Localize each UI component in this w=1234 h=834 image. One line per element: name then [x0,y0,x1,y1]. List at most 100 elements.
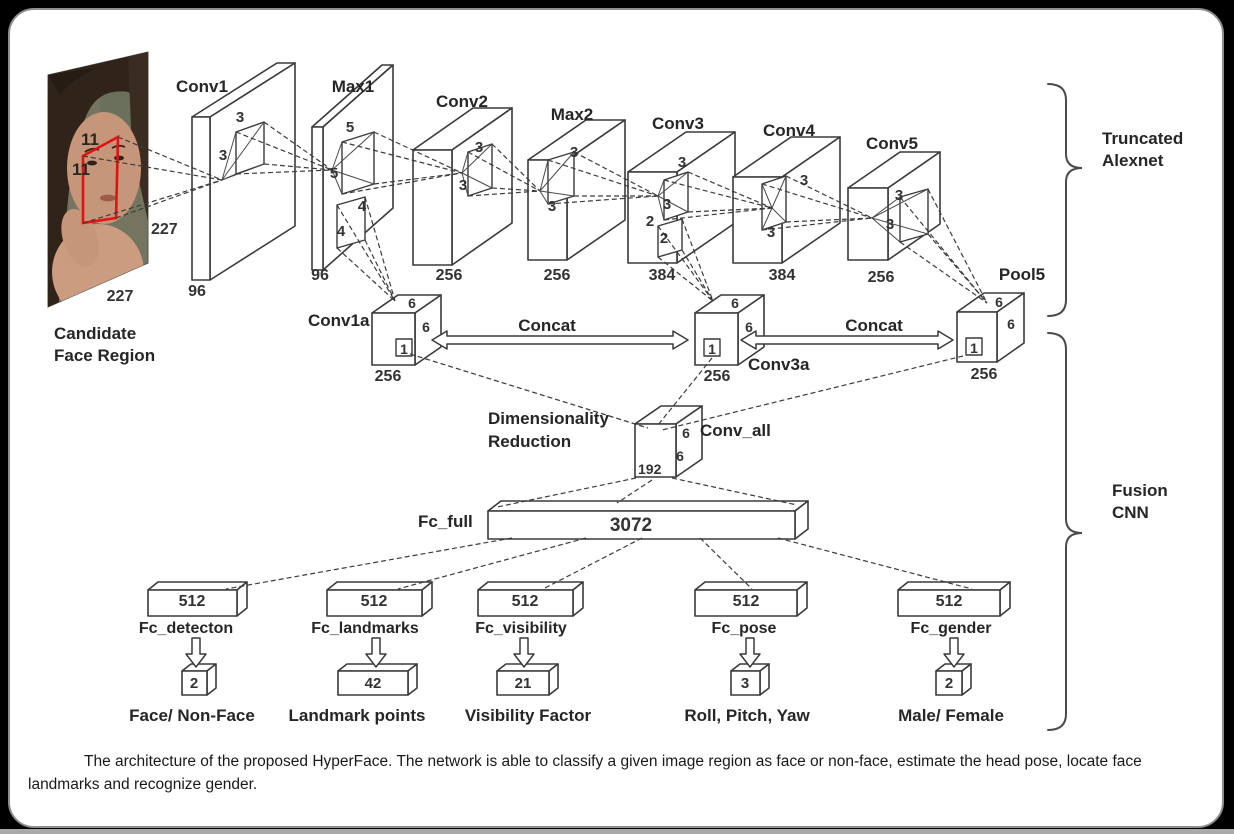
conv3-kernel2-top: 2 [645,213,655,230]
fc-detection-units: 512 [178,593,206,610]
fc-full-label: Fc_full [418,512,473,531]
conv2-kernel-side: 3 [458,177,468,194]
max1-label: Max1 [331,77,375,96]
conv-all-dim-h: 6 [676,448,684,464]
pool5-dim-h: 6 [1007,316,1015,332]
truncated-alexnet-label-line2: Alexnet [1102,151,1164,170]
fc-landmarks-bar [326,581,433,617]
conv3-kernel-side: 3 [662,196,672,213]
conv3a-dim-w: 6 [731,295,739,311]
conv3-maps: 384 [648,267,676,284]
conv4-label: Conv4 [763,121,815,140]
branch-down-arrows [185,637,965,668]
conv3a-dim-h: 6 [745,319,753,335]
truncated-alexnet-brace [1047,83,1083,317]
input-size-h: 227 [151,221,178,238]
max2-kernel-side: 3 [547,198,557,215]
concat-arrow-right [740,330,954,350]
fc-gender-label: Fc_gender [910,620,992,637]
concat-left-label: Concat [518,316,576,335]
fc-gender-bar [897,581,1011,617]
concat-arrow-left [431,330,689,350]
dashed-connection-fans [82,121,988,304]
conv1a-dim-h: 6 [422,319,430,335]
conv1-maps: 96 [188,283,206,300]
conv1-kernel-side: 3 [218,147,228,164]
conv1-kernel-top: 3 [235,109,245,126]
output-landmarks-box [337,663,418,696]
conv5-kernel-side: 3 [885,216,895,233]
conv5-label: Conv5 [866,134,918,153]
output-visibility-value: 21 [514,675,532,692]
fc-detection-label: Fc_detecton [138,620,234,637]
pool5-label: Pool5 [998,265,1046,284]
fc-pose-units: 512 [732,593,760,610]
window-bottom-edge [0,829,1234,834]
figure-caption: The architecture of the proposed HyperFa… [28,753,1142,794]
fc-landmarks-units: 512 [360,593,388,610]
max1-maps: 96 [311,267,329,284]
conv3-label: Conv3 [652,114,704,133]
conv1a-cube [371,294,442,366]
task-gender-label: Male/ Female [898,706,1004,725]
fc-gender-units: 512 [935,593,963,610]
fc-landmarks-label: Fc_landmarks [311,620,419,637]
dimensionality-reduction-line1: Dimensionality [488,409,609,428]
fc-visibility-label: Fc_visibility [475,620,567,637]
fusion-cnn-label-line2: CNN [1112,503,1149,522]
conv1a-dim-k: 1 [400,341,408,357]
pool5-cube [956,292,1025,363]
fc-visibility-units: 512 [511,593,539,610]
conv2-layer-box [412,107,513,266]
conv1a-maps: 256 [374,368,402,385]
conv1a-label: Conv1a [308,311,370,330]
conv3a-dim-k: 1 [708,341,716,357]
output-pose-box [730,663,770,696]
output-pose-value: 3 [740,675,750,692]
output-detection-box [181,663,217,696]
conv3-kernel2-side: 2 [659,230,669,247]
conv3a-maps: 256 [703,368,731,385]
dashed-fusion-links [225,353,973,590]
output-visibility-box [496,663,559,696]
max1-kernel-side: 5 [329,165,339,182]
input-caption-line2: Face Region [54,346,156,365]
conv3a-label: Conv3a [748,355,810,374]
conv2-kernel-top: 3 [474,139,484,156]
task-detection-label: Face/ Non-Face [129,706,255,725]
max1-kernel2-top: 4 [357,198,367,215]
pool5-dim-k: 1 [970,340,978,356]
output-landmarks-value: 42 [364,675,382,692]
conv1-label: Conv1 [176,77,228,96]
conv5-maps: 256 [867,269,895,286]
pool5-dim-w: 6 [995,294,1003,310]
conv2-maps: 256 [435,267,463,284]
output-detection-value: 2 [189,675,199,692]
pool5-maps: 256 [970,366,998,383]
conv3-kernel-top: 3 [677,154,687,171]
input-kernel-w: 11 [72,160,90,179]
input-size-w: 227 [106,288,134,305]
concat-right-label: Concat [845,316,903,335]
fc-pose-label: Fc_pose [711,620,777,637]
input-kernel-h: 11 [81,130,99,149]
max2-kernel-top: 3 [569,144,579,161]
max2-label: Max2 [550,105,594,124]
conv2-label: Conv2 [436,92,488,111]
fusion-cnn-brace [1047,332,1083,731]
fusion-cnn-label-line1: Fusion [1112,481,1168,500]
max2-maps: 256 [543,267,571,284]
max1-kernel2-side: 4 [336,223,346,240]
conv-all-label: Conv_all [700,421,771,440]
conv-all-cube [634,405,703,478]
task-landmarks-label: Landmark points [288,706,426,725]
output-gender-box [935,663,972,696]
output-gender-value: 2 [944,675,954,692]
conv5-kernel-top: 3 [894,187,904,204]
fc-visibility-bar [477,581,584,617]
conv1-layer-box [191,62,296,281]
conv-all-dim-w: 6 [682,425,690,441]
fc-full-units: 3072 [609,515,653,536]
max1-kernel-top: 5 [345,119,355,136]
